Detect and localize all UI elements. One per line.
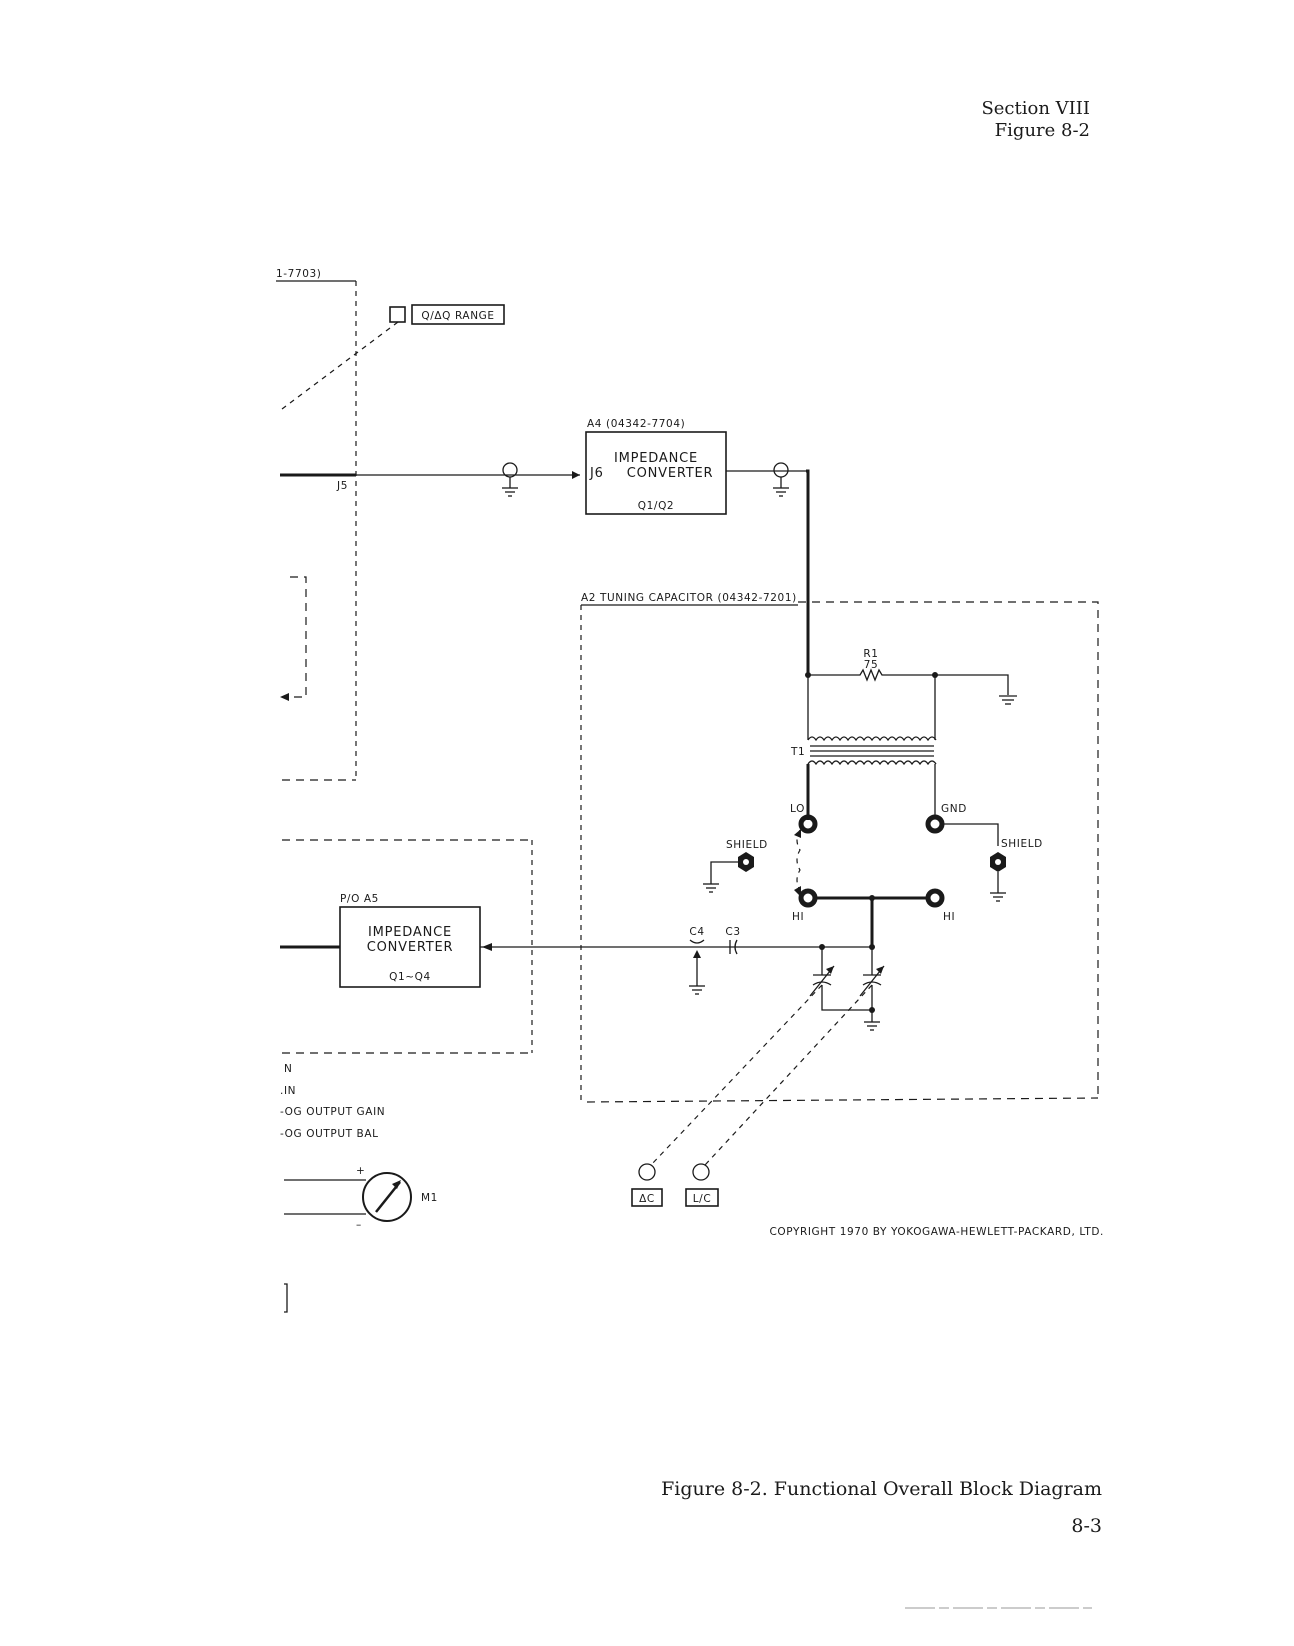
c4-plate-curve — [689, 939, 705, 944]
a4-impedance-converter-block — [585, 431, 727, 515]
j5-label: J5 — [336, 480, 348, 492]
a5-parts: Q1~Q4 — [389, 971, 431, 983]
copyright-notice: COPYRIGHT 1970 BY YOKOGAWA-HEWLETT-PACKA… — [769, 1226, 1104, 1238]
t1-label: T1 — [790, 746, 805, 758]
lc-dial-knob — [692, 1163, 710, 1181]
lo-hi-strap — [796, 829, 801, 891]
meter-needle-tip — [392, 1180, 401, 1189]
left-dashed-feedback-path — [282, 576, 307, 698]
c4-label: C4 — [689, 926, 704, 938]
q-range-label-box — [411, 304, 505, 325]
r1-value: 75 — [864, 659, 879, 671]
a4-line2: CONVERTER — [627, 466, 714, 481]
strap-arrow-top — [794, 829, 801, 838]
shield-right-hole — [995, 859, 1001, 865]
hi-right-terminal — [925, 888, 945, 908]
a5-line1: IMPEDANCE — [368, 925, 452, 940]
lc-dial-label-box — [685, 1188, 719, 1207]
ground-symbol — [864, 1021, 880, 1031]
lc-mechanical-link — [704, 984, 873, 1166]
tuning-cap-common-wire — [821, 985, 872, 1011]
a4-line1: IMPEDANCE — [614, 451, 698, 466]
a4-to-t1-heavy-wire — [806, 469, 810, 675]
a2-boundary-right — [798, 601, 1099, 1098]
a2-boundary-bottom — [586, 1097, 1099, 1103]
variable-arrowhead — [876, 966, 884, 974]
a4-title: A4 (04342-7704) — [587, 418, 685, 430]
lo-terminal — [798, 814, 818, 834]
delta-c-mechanical-link — [650, 984, 823, 1166]
coax-ground-symbol — [502, 462, 518, 497]
hi-left-terminal — [798, 888, 818, 908]
left-assembly-label: 1-7703) — [276, 268, 322, 280]
coax-ground-symbol — [773, 462, 789, 497]
q-range-switch-square — [389, 306, 406, 323]
figure-caption: Figure 8-2. Functional Overall Block Dia… — [661, 1478, 1102, 1500]
shield-left-hole — [743, 859, 749, 865]
meter-m1 — [362, 1172, 412, 1222]
page-number: 8-3 — [1071, 1515, 1102, 1537]
shield-right-label: SHIELD — [1001, 838, 1043, 850]
meter-label: M1 — [421, 1192, 438, 1204]
a4-connector-label: J6 — [589, 466, 604, 481]
hi-left-label: HI — [792, 911, 804, 923]
a5-input-arrow — [482, 943, 492, 951]
lo-label: LO — [790, 803, 805, 815]
log-output-gain-label: -OG OUTPUT GAIN — [280, 1106, 385, 1118]
ground-symbol — [703, 861, 739, 893]
section-heading: Section VIII — [981, 98, 1090, 119]
fragment-n-label: N — [284, 1063, 292, 1075]
r1-label: R1 — [863, 648, 878, 660]
ground-symbol — [990, 872, 1006, 902]
bracket-fragment — [284, 1283, 288, 1313]
feedback-arrow — [280, 693, 289, 701]
junction-dot — [869, 1007, 875, 1013]
meter-minus-label: – — [356, 1219, 362, 1231]
c3-label: C3 — [725, 926, 740, 938]
strap-arrow-bottom — [794, 886, 801, 897]
delta-c-dial-label: ΔC — [639, 1193, 655, 1205]
log-output-bal-label: -OG OUTPUT BAL — [280, 1128, 379, 1140]
t1-secondary-winding — [807, 760, 937, 766]
ground-symbol — [689, 985, 705, 995]
gnd-label: GND — [941, 803, 967, 815]
a2-title: A2 TUNING CAPACITOR (04342-7201) — [581, 592, 797, 604]
a5-line2: CONVERTER — [367, 940, 454, 955]
q-range-label: Q/ΔQ RANGE — [421, 310, 494, 322]
variable-arrowhead — [826, 966, 834, 974]
delta-c-dial-label-box — [631, 1188, 663, 1207]
delta-c-dial-knob — [638, 1163, 656, 1181]
hi-right-label: HI — [943, 911, 955, 923]
tuning-cap-right-plate-curve — [862, 981, 882, 986]
t1-primary-winding — [807, 736, 937, 742]
fragment-in-label: .IN — [280, 1085, 296, 1097]
gnd-terminal — [925, 814, 945, 834]
a5-title: P/O A5 — [340, 893, 379, 905]
lc-dial-label: L/C — [693, 1193, 712, 1205]
figure-heading: Figure 8-2 — [995, 120, 1090, 141]
gnd-to-shield-wire — [942, 823, 999, 846]
q-range-mechanical-link — [277, 321, 399, 413]
c3-plate-curve — [734, 939, 738, 955]
ground-symbol — [999, 695, 1017, 705]
r1-resistor — [808, 668, 1009, 695]
a4-input-arrow — [572, 471, 580, 479]
shield-left-label: SHIELD — [726, 839, 768, 851]
meter-plus-label: + — [356, 1165, 365, 1177]
c4-trim-arrow — [693, 950, 701, 958]
a4-parts: Q1/Q2 — [638, 500, 674, 512]
tuning-cap-left-plate-curve — [812, 981, 832, 986]
